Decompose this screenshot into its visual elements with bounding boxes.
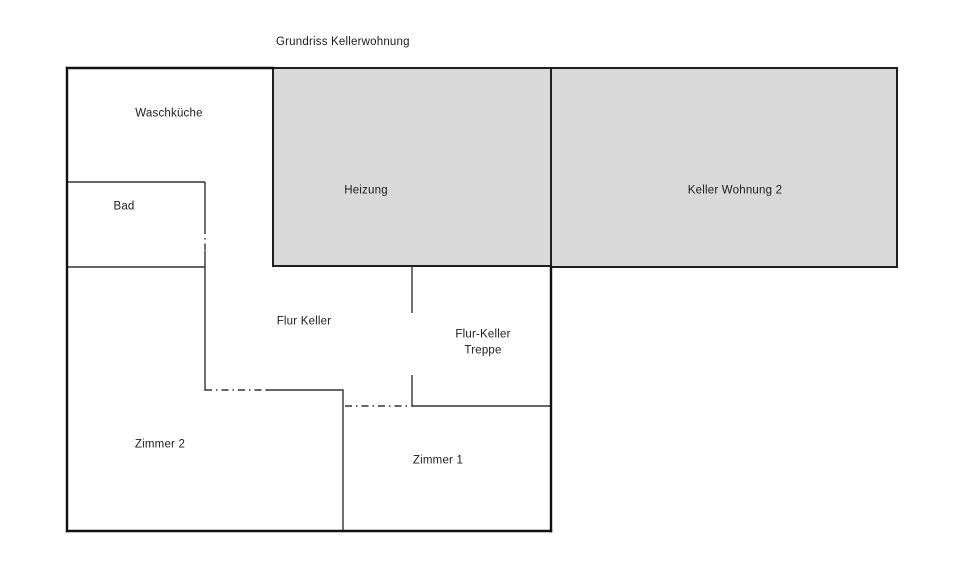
room-label-zimmer-2: Zimmer 2: [134, 438, 186, 451]
outer-walls: [65, 66, 553, 533]
interior-walls: [67, 181, 551, 531]
room-label-flur-keller-treppe-line2: Treppe: [464, 344, 502, 356]
room-label-bad: Bad: [113, 200, 135, 213]
filled-rooms: [272, 67, 898, 268]
room-label-waschkueche: Waschküche: [135, 107, 203, 120]
room-keller-wohnung-2-shape: [550, 67, 898, 268]
room-label-flur-keller-treppe-line1: Flur-Keller: [455, 328, 511, 341]
room-label-flur-keller: Flur Keller: [276, 315, 332, 328]
room-label-flur-keller-treppe: Flur-Keller Treppe: [455, 328, 510, 359]
room-heizung-shape: [272, 67, 552, 267]
room-label-keller-wohnung-2: Keller Wohnung 2: [687, 184, 783, 197]
room-label-zimmer-1: Zimmer 1: [412, 454, 464, 467]
room-label-heizung: Heizung: [344, 184, 388, 197]
plan-title: Grundriss Kellerwohnung: [276, 36, 410, 48]
